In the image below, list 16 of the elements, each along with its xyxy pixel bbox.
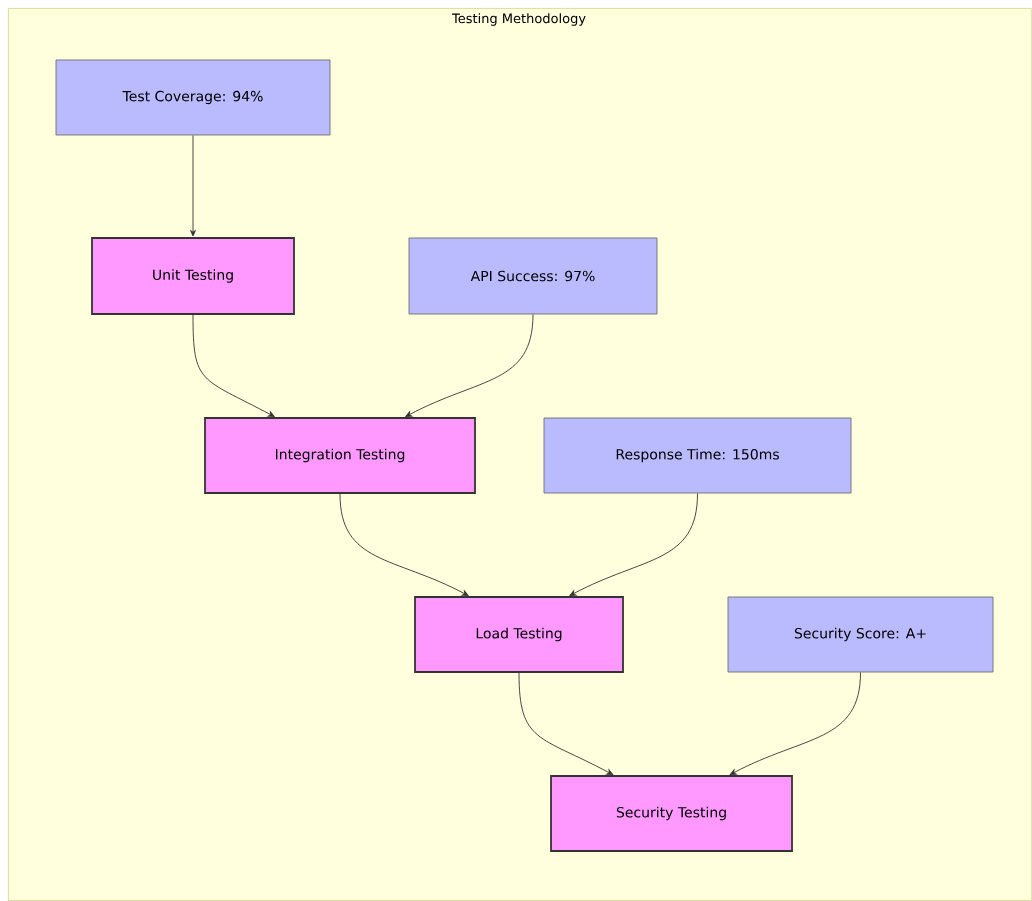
- metric-box: API Success: 97%: [408, 237, 658, 315]
- arrow: [729, 672, 861, 776]
- process-box: Security Testing: [550, 775, 793, 852]
- arrow: [192, 314, 275, 417]
- arrow: [569, 493, 698, 597]
- arrow: [190, 135, 196, 237]
- arrow: [339, 493, 469, 597]
- metric-box: Security Score: A+: [727, 596, 994, 673]
- process-box: Unit Testing: [91, 237, 295, 315]
- process-box: Integration Testing: [204, 417, 476, 494]
- arrow: [405, 314, 534, 417]
- metric-box: Response Time: 150ms: [543, 417, 852, 494]
- arrow: [518, 672, 614, 776]
- group-title: Testing Methodology: [451, 13, 586, 26]
- process-box: Load Testing: [414, 596, 624, 673]
- metric-box: Test Coverage: 94%: [55, 59, 331, 136]
